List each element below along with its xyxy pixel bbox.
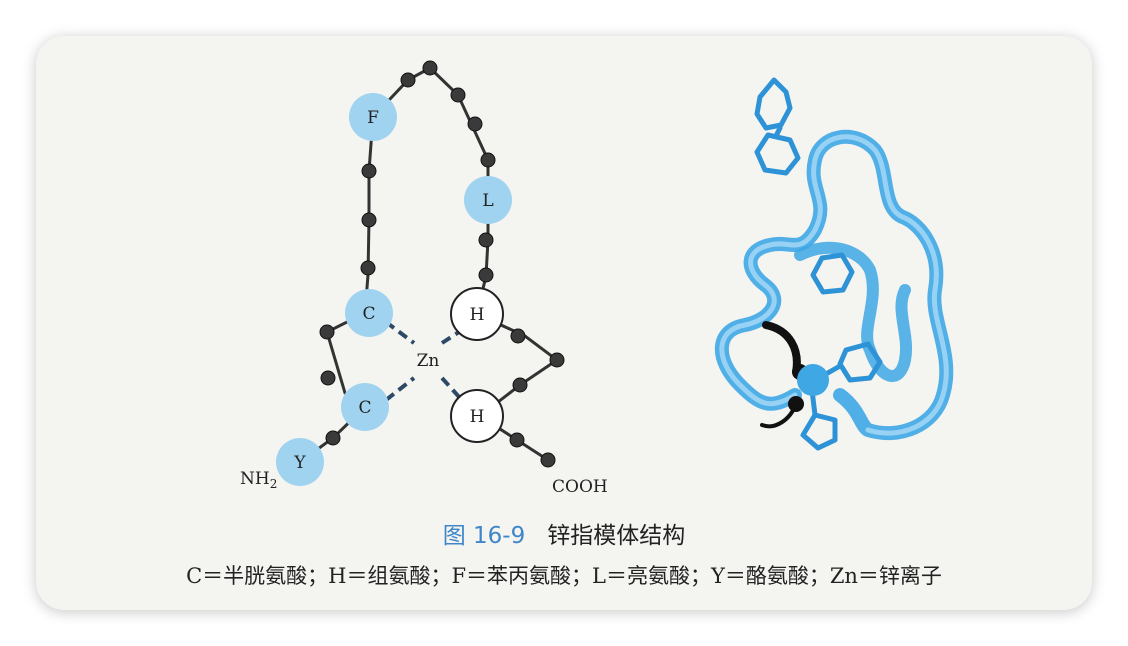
tyrosine-ring-lower — [754, 132, 801, 176]
bead — [450, 87, 466, 103]
bead — [400, 72, 416, 88]
backbone-beads — [319, 60, 565, 468]
label-L: L — [482, 191, 493, 211]
bead — [512, 377, 528, 393]
zinc-ion — [797, 364, 829, 396]
bead — [360, 260, 376, 276]
bead — [320, 370, 336, 386]
bead — [361, 212, 377, 228]
bead — [478, 267, 494, 283]
figure-legend: C＝半胱氨酸；H＝组氨酸；F＝苯丙氨酸；L＝亮氨酸；Y＝酪氨酸；Zn＝锌离子 — [186, 564, 942, 588]
residues — [276, 93, 512, 486]
ribbon-backbone — [714, 129, 954, 441]
ribbon-highlight — [719, 134, 949, 436]
phenylalanine-ring — [810, 252, 855, 295]
figure-title: 锌指模体结构 — [547, 523, 686, 549]
residue-H1 — [450, 287, 504, 341]
label-F: F — [367, 108, 379, 128]
histidine-ring-2 — [800, 412, 838, 451]
residue-C2 — [341, 383, 389, 431]
bead — [540, 452, 556, 468]
residue-H2 — [450, 389, 504, 443]
label-amino-terminus: NH2 — [240, 469, 277, 491]
bead — [319, 324, 335, 340]
zinc-finger-ribbon-model — [714, 77, 954, 451]
residue-F — [349, 93, 397, 141]
residue-C1 — [345, 289, 393, 337]
label-H2: H — [470, 407, 485, 427]
bead — [478, 232, 494, 248]
label-H1: H — [470, 305, 485, 325]
tyrosine-ring — [754, 77, 793, 131]
figure-number: 图 16-9 — [442, 523, 526, 549]
label-carboxyl-terminus: COOH — [552, 477, 608, 497]
bead — [422, 60, 438, 76]
residue-Y — [276, 438, 324, 486]
label-C1: C — [362, 304, 375, 324]
bead — [509, 432, 525, 448]
figure-caption: 图 16-9 锌指模体结构 — [0, 516, 1128, 550]
bead — [325, 430, 341, 446]
histidine-residues — [450, 287, 504, 443]
bead — [361, 163, 377, 179]
bead — [480, 152, 496, 168]
label-Y: Y — [293, 453, 306, 473]
label-Zn: Zn — [417, 351, 440, 371]
cysteine-arm-1 — [762, 321, 801, 376]
residue-L — [464, 176, 512, 224]
label-C2: C — [358, 398, 371, 418]
figure-card — [36, 36, 1092, 610]
cysteine-sulfur-2 — [788, 396, 804, 412]
backbone-chain — [299, 66, 560, 464]
zinc-finger-schematic: F L C C Y H H Zn NH2 COOH — [240, 60, 608, 497]
bead — [549, 352, 565, 368]
bead — [467, 116, 483, 132]
bead — [510, 328, 526, 344]
